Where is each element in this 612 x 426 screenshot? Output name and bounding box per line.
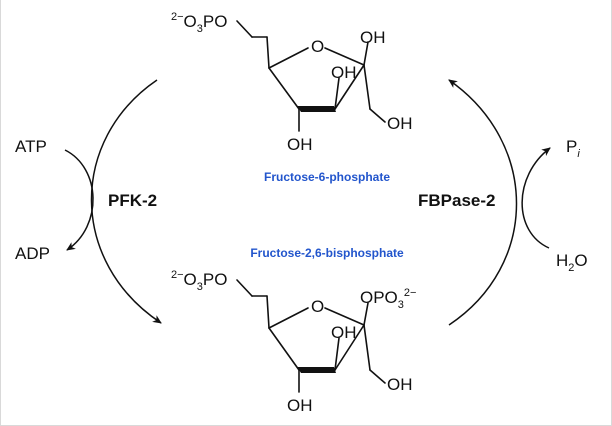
label-fructose-2-6-bisphosphate: Fructose-2,6-bisphosphate: [250, 246, 404, 260]
f6p-bond-c5-c4: [268, 67, 300, 110]
f26bp-bond-c2-o: [363, 302, 369, 326]
f6p-bond-c2-oh: [363, 41, 369, 66]
f6p-bond-o-c6: [236, 20, 253, 38]
molecule-fructose-6-phosphate: 2−O3PO O OH OH OH OH: [171, 11, 413, 154]
f26bp-bond-c3-c2: [334, 324, 365, 371]
f6p-wedge-bond: [297, 106, 336, 112]
f26bp-bond-o-c6: [236, 279, 253, 297]
label-fructose-6-phosphate: Fructose-6-phosphate: [264, 170, 390, 184]
f26bp-anomeric-phosphate: OPO32−: [360, 287, 416, 311]
f26bp-wedge-bond: [297, 367, 336, 373]
f6p-ring-oxygen: O: [311, 37, 324, 56]
cofactor-water: H2O: [556, 251, 588, 274]
f6p-bond-c6-c5: [266, 36, 270, 69]
f6p-bond-c2-c1: [363, 64, 371, 110]
f26bp-oh-c4: OH: [287, 396, 313, 415]
f6p-oh-c3: OH: [331, 63, 357, 82]
f6p-phosphate-group: 2−O3PO: [171, 11, 227, 35]
f26bp-oh-ch2: OH: [387, 375, 413, 394]
f26bp-bond-o-c2: [324, 307, 365, 326]
f26bp-bond-c1-oh: [369, 369, 386, 384]
f26bp-bond-c5-o: [268, 307, 309, 329]
f26bp-phosphate-group: 2−O3PO: [171, 269, 227, 293]
f26bp-bond-c5-c4: [268, 327, 300, 371]
f6p-oh-ch2: OH: [387, 114, 413, 133]
f6p-bond-c5-o: [268, 47, 309, 69]
f26bp-bond-c2-c1: [363, 324, 371, 371]
reaction-arrow-icon: [90, 79, 162, 324]
f26bp-ring-oxygen: O: [311, 297, 324, 316]
cofactor-arrow-icon: [64, 149, 94, 251]
f6p-bond-c3-c2: [334, 64, 365, 110]
cofactor-adp: ADP: [15, 244, 50, 263]
enzyme-pfk-2: PFK-2: [108, 191, 157, 210]
cofactor-pi: Pi: [566, 137, 580, 160]
cofactor-arrow-icon: [521, 147, 551, 249]
molecule-fructose-2-6-bisphosphate: 2−O3PO O OPO32− OH OH OH: [171, 269, 416, 415]
cofactor-atp: ATP: [15, 137, 47, 156]
f6p-bond-c1-oh: [369, 108, 386, 123]
reaction-arrow-icon: [448, 79, 518, 326]
f26bp-oh-c3: OH: [331, 323, 357, 342]
f6p-bond-o-c2: [324, 47, 365, 66]
f6p-oh-anomeric: OH: [360, 28, 386, 47]
f26bp-bond-c6-c5: [266, 295, 270, 329]
f26bp-bond-c3-oh: [334, 337, 340, 371]
enzyme-fbpase-2: FBPase-2: [418, 191, 495, 210]
f6p-oh-c4: OH: [287, 135, 313, 154]
f6p-bond-c3-oh: [334, 77, 340, 110]
